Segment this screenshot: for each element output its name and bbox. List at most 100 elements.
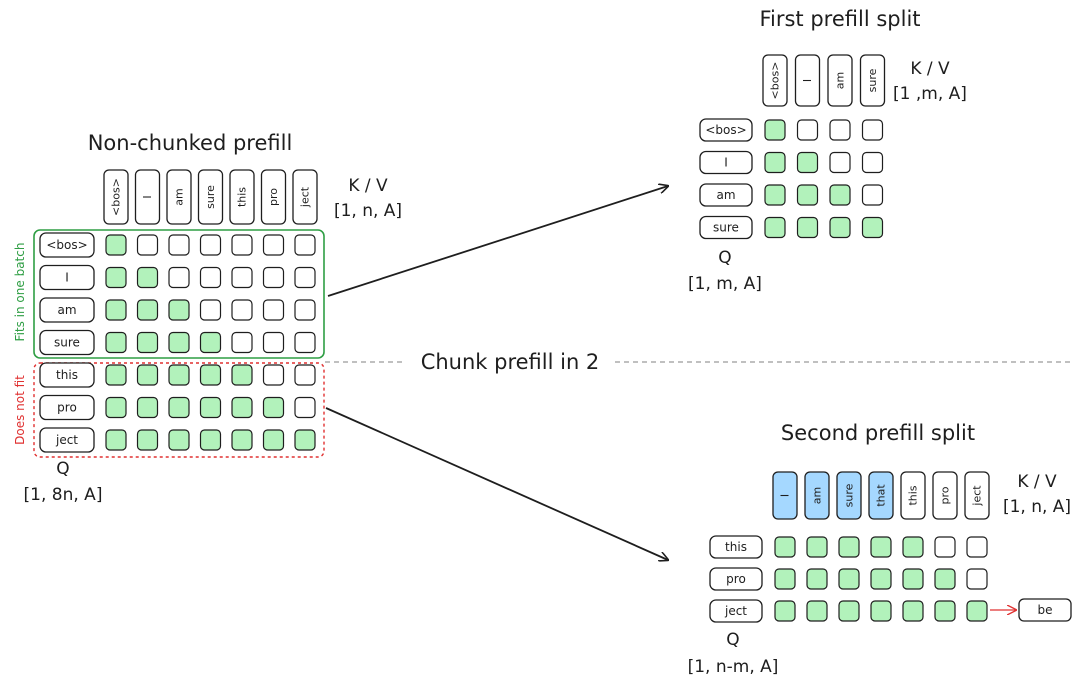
left-attention-cell (231, 364, 253, 386)
left-q-token-box (39, 232, 95, 258)
left-q-token: this (56, 368, 78, 382)
left-attention-cell (262, 429, 285, 451)
second-kv-token: that (875, 484, 888, 507)
second-kv-token-box (836, 471, 862, 520)
second-q-token: ject (724, 604, 747, 618)
left-attention-cell (136, 331, 159, 354)
left-title: Non-chunked prefill (88, 131, 293, 155)
second-q-token: this (725, 540, 747, 554)
left-q-token-box (39, 329, 95, 356)
first-attention-cell (829, 119, 851, 141)
left-attention-cell (262, 396, 285, 419)
second-kv-token-box (900, 471, 926, 520)
left-attention-cell (199, 364, 222, 386)
left-kv-token: this (236, 187, 249, 207)
first-q-token: I (724, 156, 728, 170)
first-kv-token-box (859, 54, 886, 107)
second-attention-cell (902, 600, 924, 622)
left-attention-cell (231, 429, 253, 451)
left-q-label: Q (56, 459, 69, 479)
first-q-token-box (699, 150, 753, 175)
left-attention-cell (294, 364, 316, 386)
left-kv-token-box (103, 169, 129, 225)
first-attention-cell (829, 151, 851, 174)
second-attention-cell (774, 568, 796, 590)
arrow-to-second-split (325, 407, 668, 560)
first-q-token-box (699, 118, 753, 142)
second-attention-cell (966, 536, 988, 558)
left-attention-cell (294, 429, 316, 451)
left-attention-cell (262, 266, 285, 289)
left-attention-cell (168, 364, 190, 386)
left-attention-cell (262, 364, 285, 386)
second-attention-cell (838, 568, 860, 590)
left-attention-cell (199, 331, 222, 354)
left-attention-cell (105, 331, 127, 354)
left-attention-cell (136, 364, 159, 386)
next-token-box (1018, 598, 1072, 622)
first-attention-cell (764, 216, 786, 239)
first-split-title: First prefill split (759, 7, 920, 31)
left-kv-token-box (197, 169, 224, 225)
first-attention-cell (796, 216, 819, 239)
second-kv-token: pro (939, 486, 952, 504)
first-q-token: <bos> (705, 123, 746, 137)
first-attention-cell (764, 184, 786, 206)
second-attention-cell (966, 600, 988, 622)
second-kv-label: K / V (1017, 472, 1057, 492)
left-q-token-box (39, 394, 95, 421)
left-kv-token-box (229, 169, 255, 225)
left-q-token: ject (55, 433, 78, 447)
fits-label: Fits in one batch (13, 243, 27, 342)
left-q-token: <bos> (46, 238, 87, 252)
left-kv-token-box (292, 169, 318, 225)
left-kv-token-box (134, 169, 161, 225)
first-attention-cell (764, 151, 786, 174)
left-kv-token: I (141, 195, 154, 198)
left-attention-cell (105, 429, 127, 451)
left-attention-cell (262, 234, 285, 256)
first-attention-cell (796, 151, 819, 174)
left-kv-token: sure (204, 185, 217, 209)
second-q-dims: [1, n-m, A] (688, 657, 779, 677)
left-q-token: I (65, 271, 69, 285)
left-attention-cell (168, 266, 190, 289)
first-q-token-box (699, 215, 753, 240)
left-attention-cell (262, 299, 285, 321)
notfit-batch-frame (33, 362, 325, 458)
left-kv-token: am (173, 188, 186, 205)
first-attention-cell (829, 216, 851, 239)
second-kv-token-box (804, 471, 830, 520)
left-attention-cell (136, 396, 159, 419)
second-kv-token: I (779, 494, 792, 497)
arrow-to-first-split (327, 186, 668, 297)
first-q-label: Q (718, 248, 731, 268)
left-attention-cell (199, 299, 222, 321)
left-attention-cell (136, 266, 159, 289)
left-attention-cell (294, 331, 316, 354)
first-attention-cell (861, 151, 884, 174)
first-kv-token: sure (866, 68, 879, 92)
second-q-token-box (709, 535, 763, 559)
first-attention-cell (861, 119, 884, 141)
left-q-dims: [1, 8n, A] (24, 485, 103, 505)
second-attention-cell (902, 568, 924, 590)
left-attention-cell (136, 299, 159, 321)
second-attention-cell (934, 600, 956, 622)
second-attention-cell (774, 600, 796, 622)
first-q-token-box (699, 183, 753, 207)
second-kv-token: am (811, 487, 824, 504)
second-kv-token: ject (971, 485, 984, 507)
second-split-title: Second prefill split (781, 421, 975, 445)
first-attention-cell (764, 119, 786, 141)
left-kv-token: ject (299, 186, 312, 208)
first-kv-token-box (762, 54, 788, 107)
left-attention-cell (199, 234, 222, 256)
first-q-token: am (716, 188, 735, 202)
left-kv-label: K / V (348, 176, 388, 196)
left-kv-token: <bos> (110, 178, 123, 216)
first-q-token: sure (713, 221, 739, 235)
